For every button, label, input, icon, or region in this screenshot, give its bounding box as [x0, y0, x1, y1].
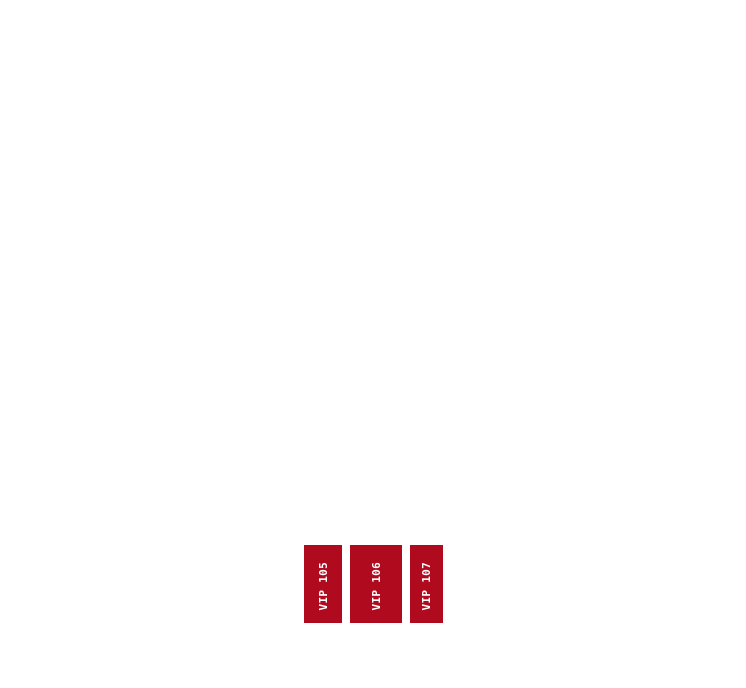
section-vip-107-label: VIP 107	[420, 561, 433, 610]
section-vip-107[interactable]: VIP 107	[410, 545, 443, 623]
section-vip-106[interactable]: VIP 106	[350, 545, 402, 623]
section-vip-105-label: VIP 105	[316, 561, 330, 610]
section-vip-106-label: VIP 106	[369, 561, 383, 610]
section-vip-105[interactable]: VIP 105	[304, 545, 342, 623]
